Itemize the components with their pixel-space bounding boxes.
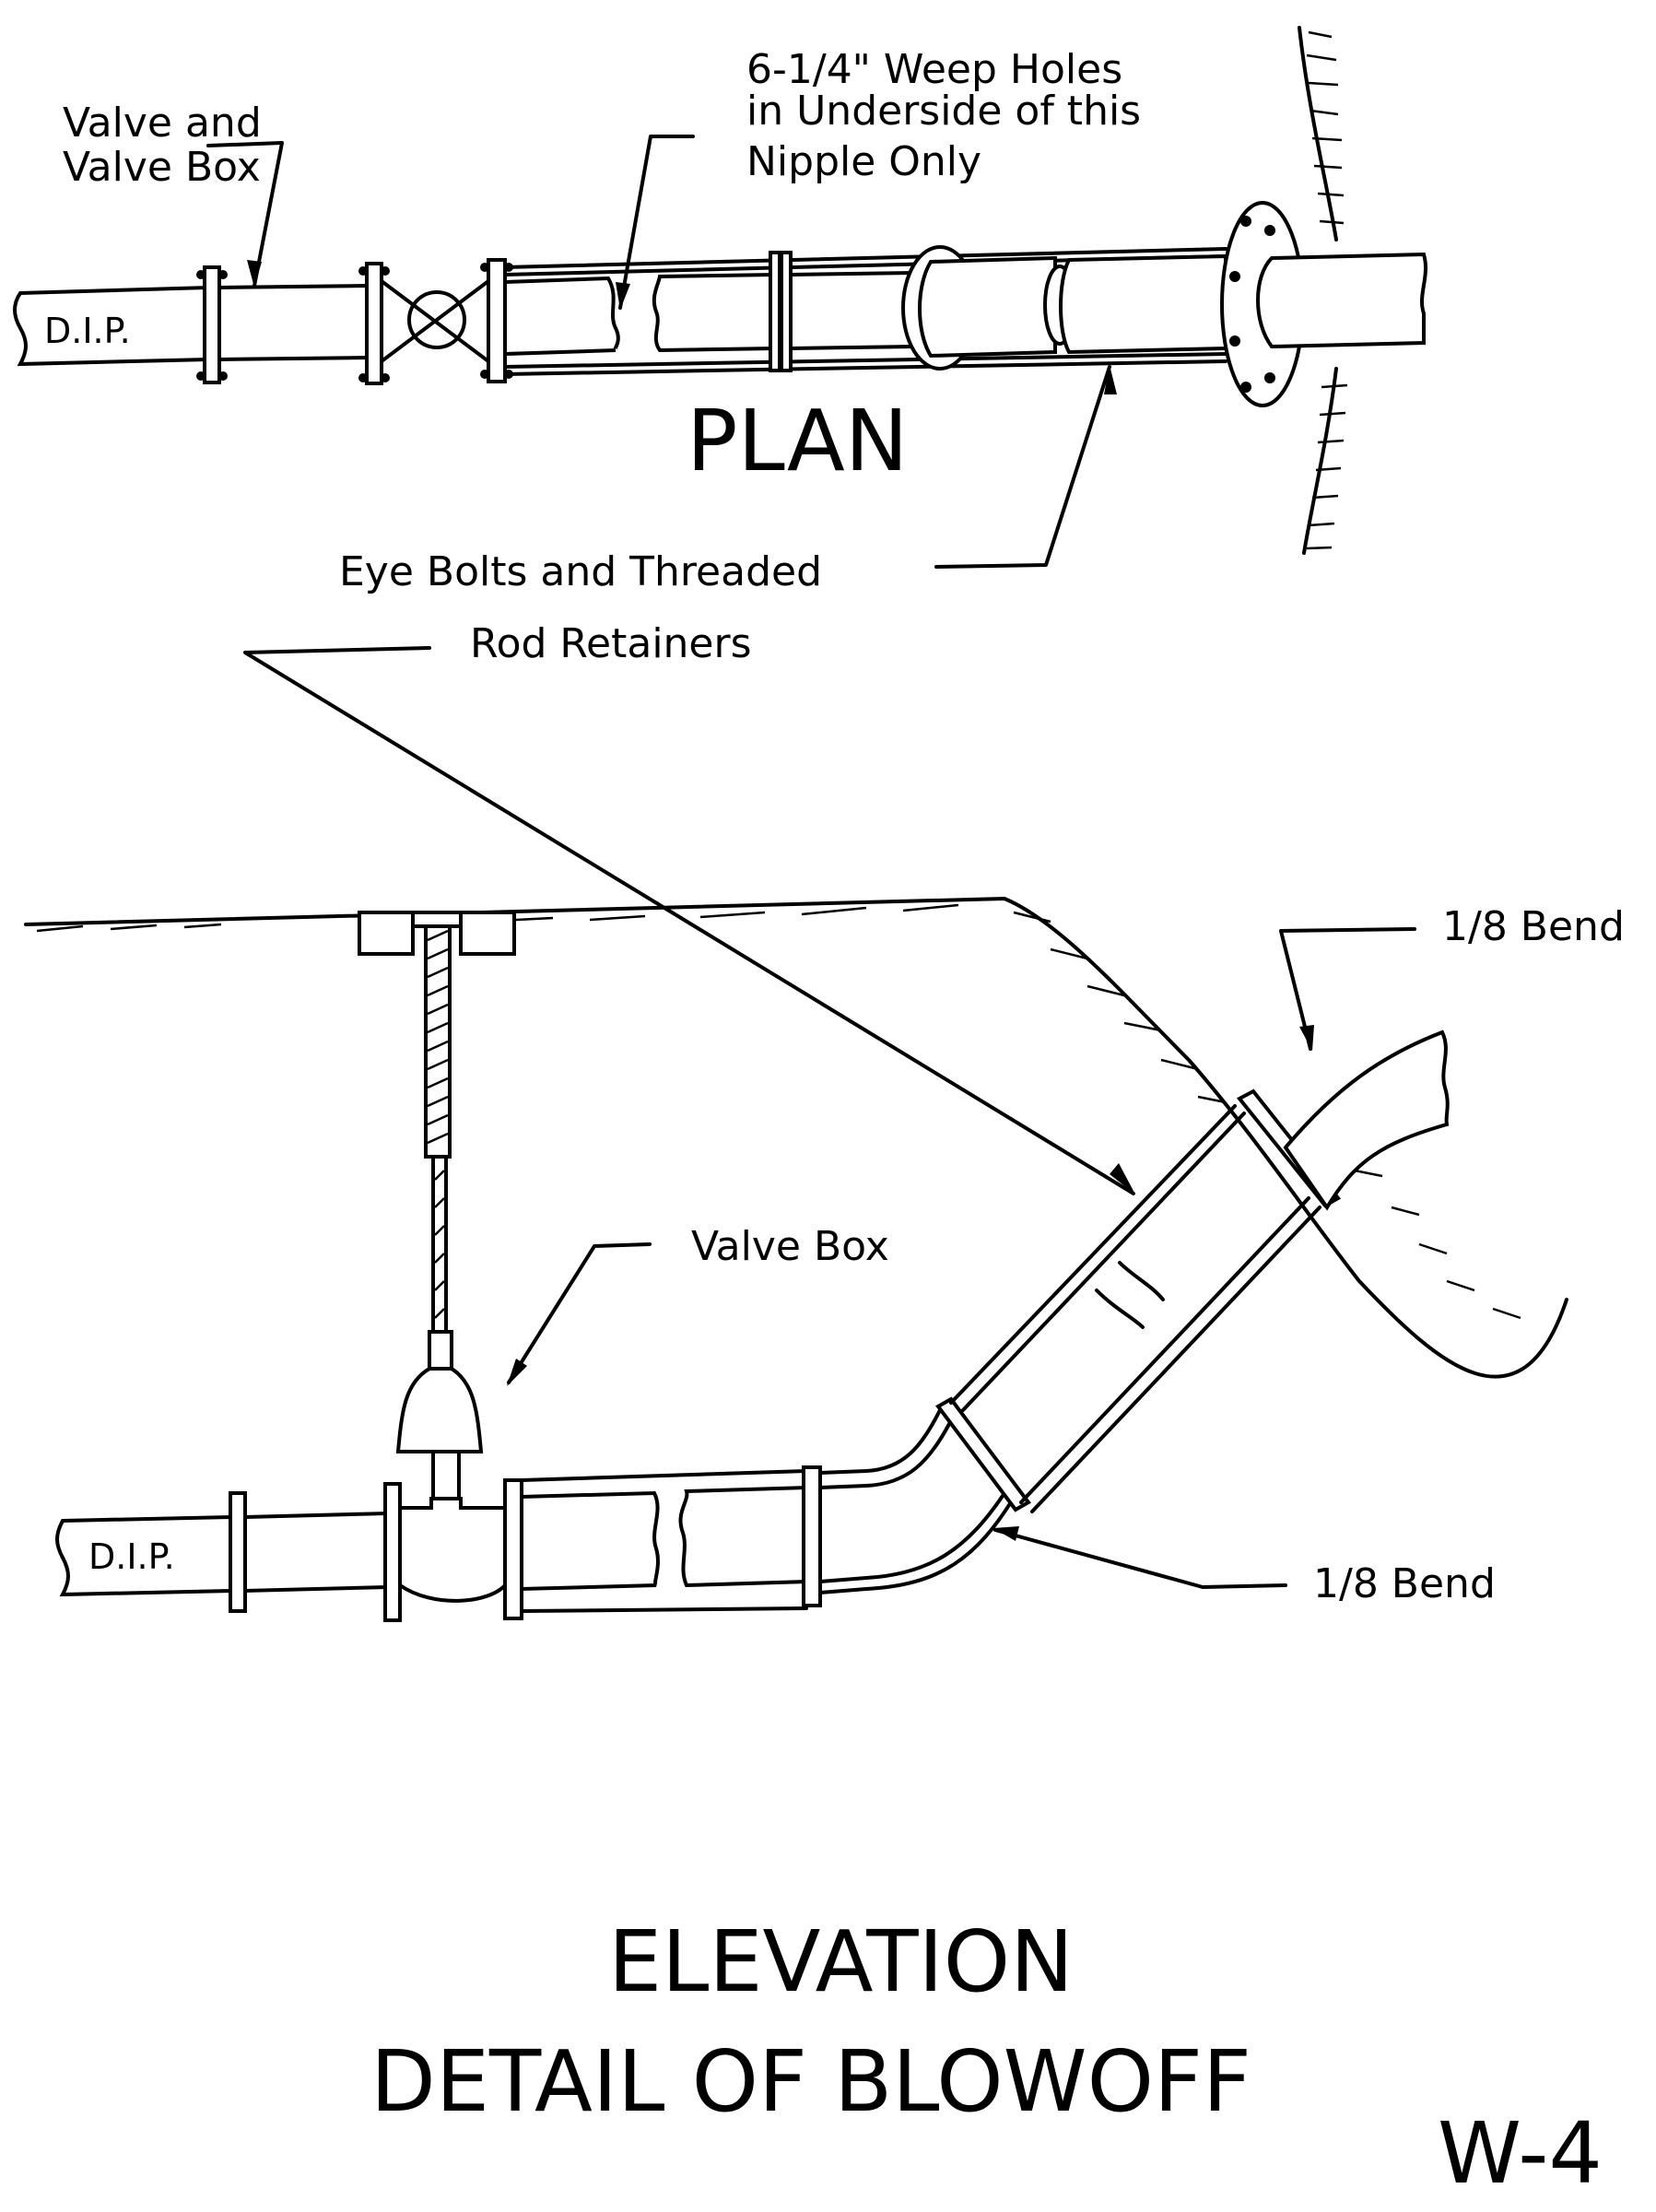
svg-text:in Underside of this: in Underside of this	[746, 88, 1141, 135]
plan-dip-label: D.I.P.	[44, 311, 131, 351]
detail-title: DETAIL OF BLOWOFF	[370, 2032, 1251, 2131]
bend-upper-callout: 1/8 Bend	[1279, 903, 1625, 1051]
elevation-view: D.I.P.	[24, 897, 1625, 2011]
svg-text:Valve Box: Valve Box	[63, 144, 261, 191]
riser-pipe	[949, 1104, 1321, 1513]
svg-text:Nipple Only: Nipple Only	[746, 138, 981, 185]
weep-holes-callout: 6-1/4" Weep Holes in Underside of this N…	[616, 46, 1141, 310]
bend-lower-callout: 1/8 Bend	[993, 1526, 1496, 1607]
plan-dip-pipe: D.I.P.	[13, 285, 209, 367]
sheet-id: W-4	[1438, 2104, 1603, 2203]
plan-view-title: PLAN	[687, 392, 909, 490]
plan-valve-icon	[380, 279, 490, 363]
valve-callout: Valve and Valve Box	[63, 100, 284, 288]
valve-box-callout: Valve Box	[507, 1223, 889, 1386]
svg-text:Valve Box: Valve Box	[691, 1223, 889, 1270]
plan-wall-hatch	[1298, 26, 1348, 555]
svg-text:1/8 Bend: 1/8 Bend	[1442, 903, 1625, 950]
svg-text:Eye Bolts and Threaded: Eye Bolts and Threaded	[339, 548, 822, 595]
svg-text:6-1/4" Weep Holes: 6-1/4" Weep Holes	[746, 46, 1122, 93]
tee-fitting	[398, 1497, 507, 1603]
valve-box-riser	[424, 924, 453, 1371]
elev-dip-label: D.I.P.	[88, 1536, 175, 1577]
elevation-view-title: ELEVATION	[608, 1912, 1074, 2011]
svg-text:Valve and: Valve and	[63, 100, 262, 147]
plan-flange-4	[769, 251, 793, 372]
eye-bolts-callout: Eye Bolts and Threaded Rod Retainers	[243, 365, 1135, 1195]
svg-text:1/8 Bend: 1/8 Bend	[1313, 1560, 1496, 1607]
plan-view: D.I.P.	[13, 26, 1428, 1195]
valve-box-bell	[395, 1367, 484, 1453]
plan-flange-2	[358, 262, 390, 385]
ground-surface-hatch	[24, 897, 1568, 1379]
upper-bend-fitting	[1283, 1030, 1450, 1211]
plan-coupling	[901, 245, 1227, 371]
svg-text:Rod Retainers: Rod Retainers	[470, 620, 752, 667]
elev-dip-pipe: D.I.P.	[55, 1514, 232, 1597]
lower-bend-fitting	[818, 1408, 1016, 1594]
valve-box-cap	[358, 911, 516, 956]
